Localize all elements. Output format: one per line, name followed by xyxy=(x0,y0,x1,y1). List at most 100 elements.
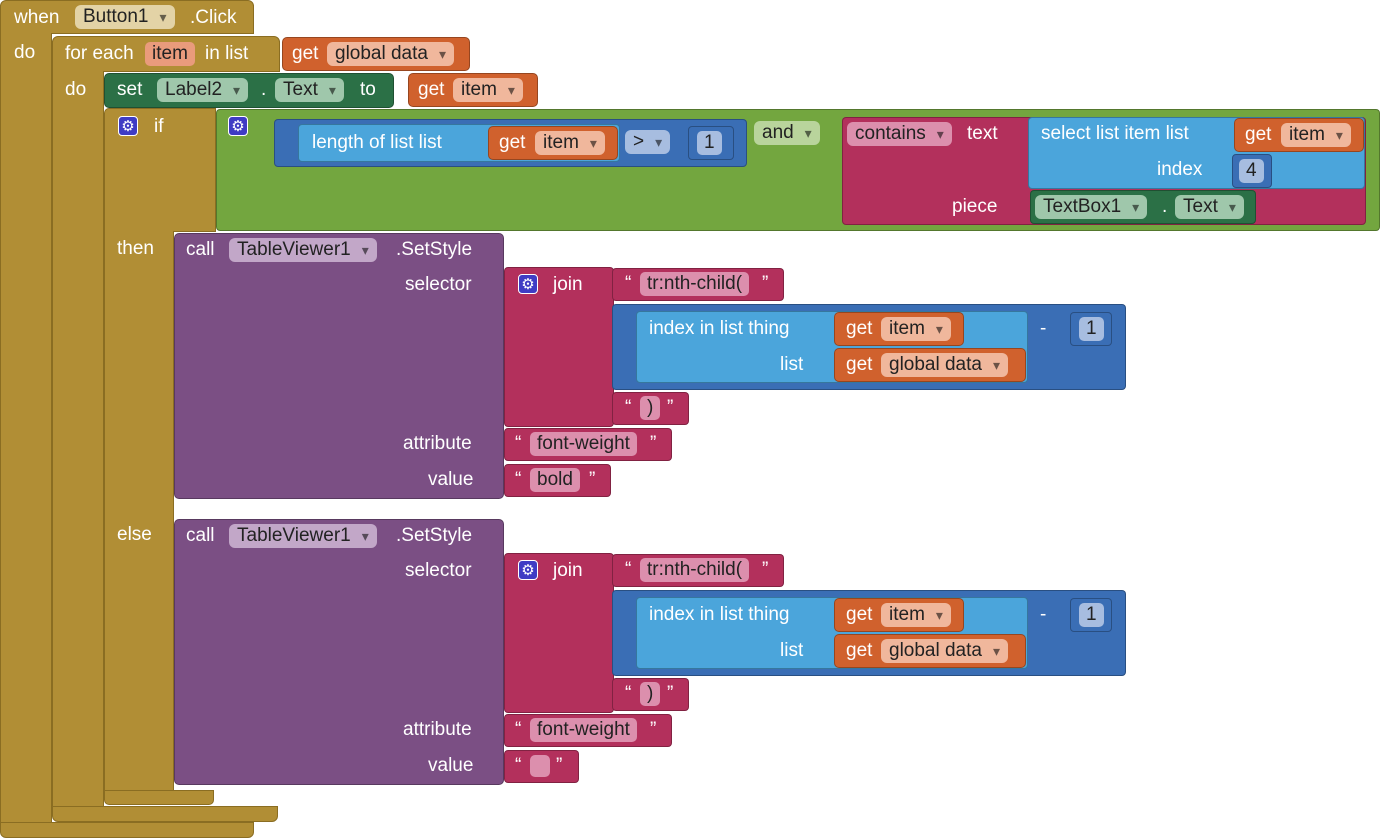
property-dropdown-text[interactable]: Text xyxy=(1175,195,1244,219)
foreach-var-field[interactable]: item xyxy=(145,42,195,66)
close-quote: ” xyxy=(667,397,674,418)
open-quote: “ xyxy=(515,719,522,740)
call-label: call xyxy=(186,239,215,260)
then-setstyle-call-block[interactable] xyxy=(174,233,504,499)
open-quote: “ xyxy=(625,397,632,418)
get-label: get xyxy=(1245,124,1272,145)
number-field[interactable]: 1 xyxy=(1079,603,1104,627)
foreach-bottom xyxy=(52,806,278,822)
close-quote: ” xyxy=(667,683,674,704)
if-label: if xyxy=(154,116,164,137)
component-dropdown-textbox1[interactable]: TextBox1 xyxy=(1035,195,1148,219)
join-label: join xyxy=(553,274,583,295)
get-label: get xyxy=(846,604,873,625)
get-label: get xyxy=(499,132,526,153)
when-label: when xyxy=(14,7,60,28)
close-quote: ” xyxy=(650,433,657,454)
empty-text-field[interactable] xyxy=(530,755,550,777)
variable-dropdown-item[interactable]: item xyxy=(1281,123,1351,147)
variable-dropdown-item[interactable]: item xyxy=(881,603,951,627)
list-label: list xyxy=(780,640,804,661)
text-field[interactable]: ) xyxy=(640,396,661,420)
attribute-label: attribute xyxy=(403,433,472,454)
variable-dropdown-item[interactable]: item xyxy=(535,131,605,155)
method-label: .SetStyle xyxy=(396,525,473,546)
selector-label: selector xyxy=(405,560,472,581)
else-setstyle-call-block[interactable] xyxy=(174,519,504,785)
contains-dropdown[interactable]: contains xyxy=(847,122,952,146)
open-quote: “ xyxy=(515,433,522,454)
property-dropdown-text[interactable]: Text xyxy=(275,78,344,102)
and-mutator-gear-icon[interactable]: ⚙ xyxy=(228,116,248,136)
piece-socket-label: piece xyxy=(952,196,998,217)
text-field[interactable]: ) xyxy=(640,682,661,706)
number-field[interactable]: 1 xyxy=(697,131,722,155)
index-in-list-label: index in list thing xyxy=(649,604,790,625)
if-block-spine xyxy=(104,231,174,791)
and-operator-dropdown[interactable]: and xyxy=(754,121,820,145)
list-label: list xyxy=(780,354,804,375)
set-label: set xyxy=(117,79,143,100)
value-label: value xyxy=(428,755,474,776)
get-label: get xyxy=(292,43,319,64)
in-list-label: in list xyxy=(205,43,249,64)
minus-operator: - xyxy=(1040,604,1047,625)
select-list-item-label: select list item list xyxy=(1041,123,1189,144)
component-dropdown-button1[interactable]: Button1 xyxy=(75,5,175,29)
open-quote: “ xyxy=(625,273,632,294)
get-label: get xyxy=(846,640,873,661)
close-quote: ” xyxy=(762,559,769,580)
text-field[interactable]: bold xyxy=(530,468,580,492)
component-dropdown-label2[interactable]: Label2 xyxy=(157,78,249,102)
variable-dropdown-item[interactable]: item xyxy=(453,78,523,102)
if-block-bottom xyxy=(104,790,214,805)
close-quote: ” xyxy=(762,273,769,294)
join-mutator-gear-icon[interactable]: ⚙ xyxy=(518,274,538,294)
mutator-gear-icon[interactable]: ⚙ xyxy=(118,116,138,136)
event-block-spine xyxy=(0,33,52,823)
dot-label: . xyxy=(261,79,267,100)
variable-dropdown-global-data[interactable]: global data xyxy=(881,353,1008,377)
close-quote: ” xyxy=(556,755,563,776)
component-dropdown-tableviewer1[interactable]: TableViewer1 xyxy=(229,524,377,548)
index-number-field[interactable]: 4 xyxy=(1239,159,1264,183)
value-label: value xyxy=(428,469,474,490)
open-quote: “ xyxy=(625,683,632,704)
foreach-spine xyxy=(52,71,104,807)
attribute-label: attribute xyxy=(403,719,472,740)
get-label: get xyxy=(846,354,873,375)
close-quote: ” xyxy=(589,469,596,490)
method-label: .SetStyle xyxy=(396,239,473,260)
length-of-list-label: length of list list xyxy=(312,132,442,153)
else-label: else xyxy=(117,524,152,545)
component-dropdown-tableviewer1[interactable]: TableViewer1 xyxy=(229,238,377,262)
number-field[interactable]: 1 xyxy=(1079,317,1104,341)
open-quote: “ xyxy=(515,469,522,490)
text-field[interactable]: font-weight xyxy=(530,432,637,456)
open-quote: “ xyxy=(625,559,632,580)
text-field[interactable]: tr:nth-child( xyxy=(640,272,750,296)
event-name-label: .Click xyxy=(190,7,237,28)
variable-dropdown-item[interactable]: item xyxy=(881,317,951,341)
text-field[interactable]: tr:nth-child( xyxy=(640,558,750,582)
event-do-label: do xyxy=(14,42,36,63)
open-quote: “ xyxy=(515,755,522,776)
text-field[interactable]: font-weight xyxy=(530,718,637,742)
compare-operator-dropdown[interactable]: > xyxy=(625,130,671,154)
dot-label: . xyxy=(1162,196,1168,217)
variable-dropdown-global-data[interactable]: global data xyxy=(327,42,454,66)
selector-label: selector xyxy=(405,274,472,295)
then-label: then xyxy=(117,238,154,259)
event-block-bottom xyxy=(0,822,254,838)
index-in-list-label: index in list thing xyxy=(649,318,790,339)
set-block[interactable] xyxy=(104,73,394,108)
join-label: join xyxy=(553,560,583,581)
foreach-label: for each xyxy=(65,43,134,64)
close-quote: ” xyxy=(650,719,657,740)
text-socket-label: text xyxy=(967,123,998,144)
variable-dropdown-global-data[interactable]: global data xyxy=(881,639,1008,663)
to-label: to xyxy=(360,79,376,100)
foreach-do-label: do xyxy=(65,79,87,100)
minus-operator: - xyxy=(1040,318,1047,339)
join-mutator-gear-icon[interactable]: ⚙ xyxy=(518,560,538,580)
